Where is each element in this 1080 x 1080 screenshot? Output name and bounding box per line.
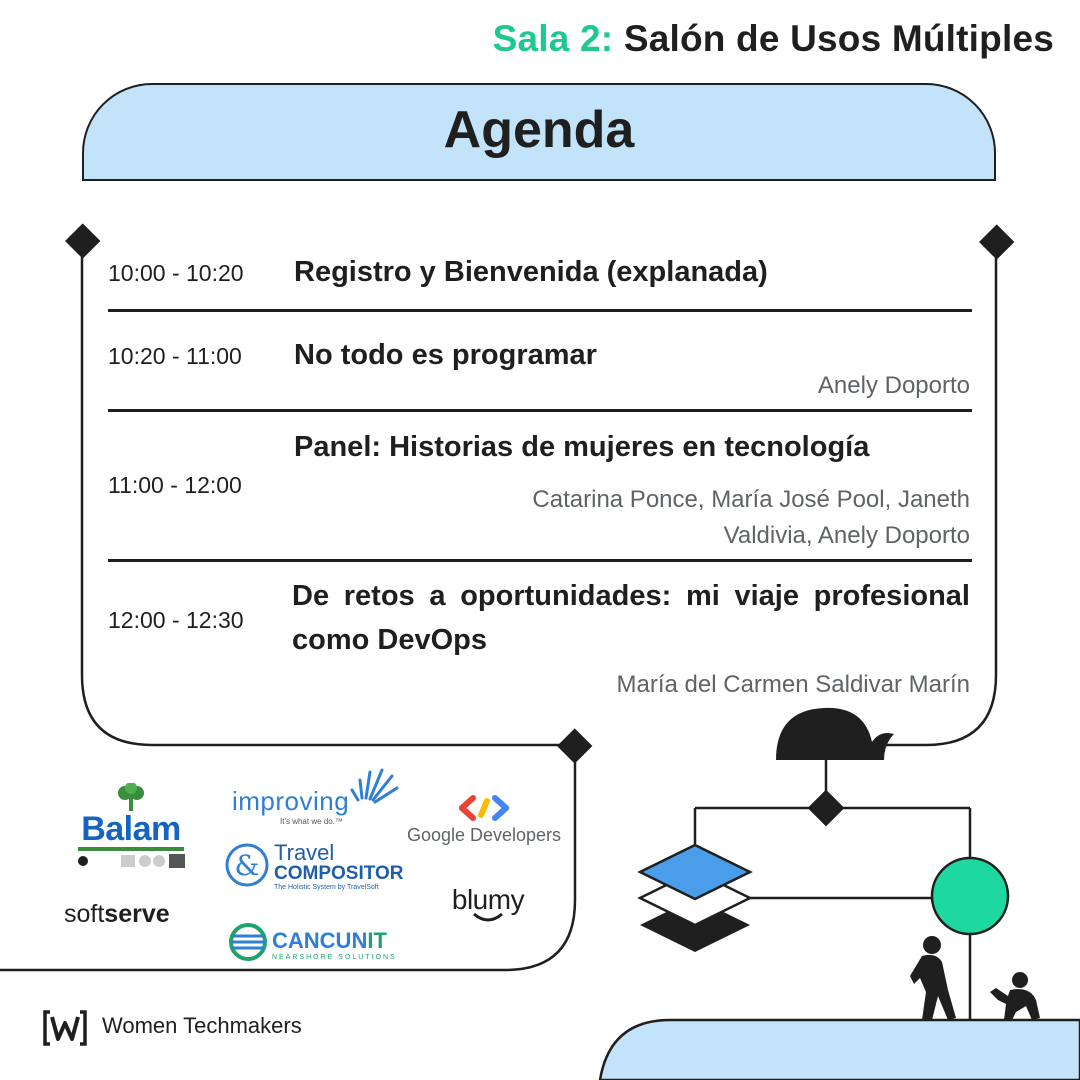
cloud-icon: [776, 707, 894, 760]
agenda-title: Agenda: [443, 101, 635, 159]
diamond-left: [65, 223, 101, 259]
blumy-wordmark: blumy: [451, 884, 525, 915]
compositor-wordmark: COMPOSITOR: [274, 863, 404, 884]
agenda-header-tab: [82, 83, 996, 181]
certification-badges-icon: [78, 854, 185, 868]
room-prefix: Sala 2:: [492, 18, 614, 59]
cancun-it-logo: CANCUNIT NEARSHORE SOLUTIONS: [228, 922, 397, 961]
room-title: Sala 2: Salón de Usos Múltiples: [493, 18, 1054, 60]
improving-logo: improving It's what we do.™: [232, 766, 399, 826]
svg-text:&: &: [235, 849, 260, 882]
google-developers-wordmark: Google Developers: [406, 825, 562, 845]
globe-icon: [229, 923, 267, 961]
softserve-logo: softserve: [64, 900, 170, 928]
balam-logo: Balam: [72, 783, 190, 874]
session-title-4: De retos a oportunidades: mi viaje profe…: [292, 580, 970, 656]
green-node-icon: [930, 856, 1010, 936]
speaker-4: María del Carmen Saldivar Marín: [616, 671, 970, 698]
time-slot-2: 10:20 - 11:00: [108, 343, 242, 369]
cancun-wordmark: CANCUN: [272, 928, 368, 953]
google-developers-icon: [459, 795, 509, 821]
it-wordmark: IT: [367, 928, 387, 953]
diamond-right: [979, 224, 1015, 260]
diamond-bottom: [557, 728, 593, 764]
tree-icon: [118, 783, 144, 811]
room-name: Salón de Usos Múltiples: [613, 18, 1054, 59]
google-developers-logo: Google Developers: [404, 795, 564, 846]
smile-icon: [473, 912, 503, 922]
splash-icon: [350, 768, 399, 804]
ampersand-circle-icon: &: [225, 843, 269, 887]
divider-2: [108, 409, 972, 412]
travel-wordmark: Travel: [274, 840, 335, 865]
divider-1: [108, 309, 972, 312]
balam-wordmark: Balam: [81, 810, 181, 848]
travel-compositor-logo: & Travel COMPOSITOR The Holistic System …: [224, 842, 404, 891]
session-title-1: Registro y Bienvenida (explanada): [294, 256, 768, 288]
cloud-network-illustration: [598, 707, 1080, 1080]
time-slot-3: 11:00 - 12:00: [108, 472, 242, 498]
improving-wordmark: improving: [232, 786, 350, 816]
women-techmakers-wordmark: Women Techmakers: [102, 1013, 302, 1038]
session-title-3: Panel: Historias de mujeres en tecnologí…: [294, 431, 870, 463]
women-techmakers-logo-icon: [43, 1010, 87, 1046]
layer-stack-icon: [637, 843, 753, 952]
time-slot-1: 10:00 - 10:20: [108, 260, 244, 286]
improving-tagline: It's what we do.™: [280, 817, 343, 826]
speaker-3-line1: Catarina Ponce, María José Pool, Janeth: [532, 486, 970, 513]
compositor-tagline: The Holistic System by TravelSoft: [274, 884, 379, 891]
people-icon: [910, 936, 1040, 1020]
cancun-tagline: NEARSHORE SOLUTIONS: [272, 954, 397, 961]
blumy-logo: blumy: [448, 884, 528, 924]
speaker-2: Anely Doporto: [817, 372, 970, 399]
session-title-2: No todo es programar: [294, 339, 597, 371]
time-slot-4: 12:00 - 12:30: [108, 607, 244, 633]
divider-3: [108, 559, 972, 562]
speaker-3-line2: Valdivia, Anely Doporto: [723, 522, 970, 549]
